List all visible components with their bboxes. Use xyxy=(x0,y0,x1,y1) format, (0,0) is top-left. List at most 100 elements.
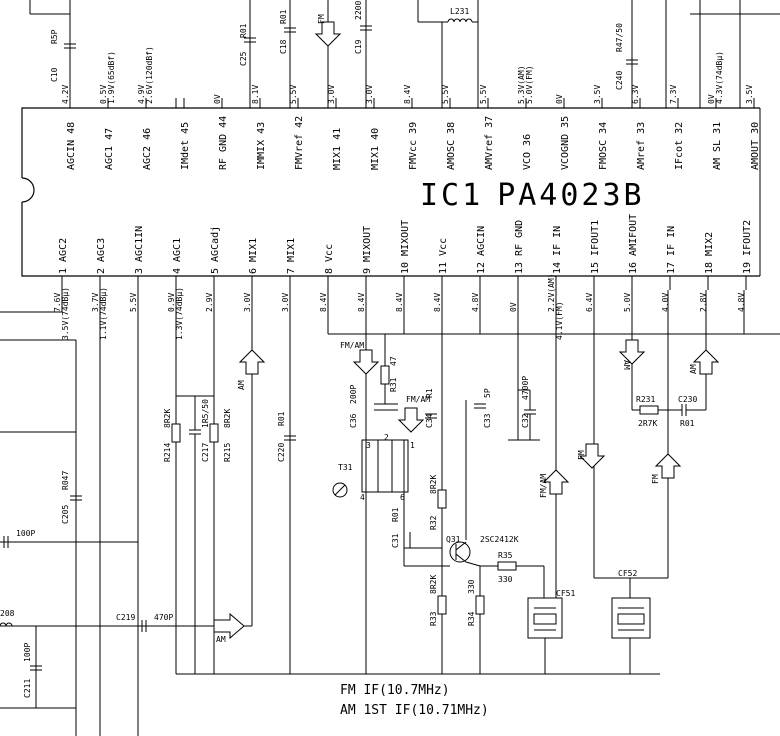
svg-text:4: 4 xyxy=(360,493,365,502)
top-pin-voltage: 8.4V xyxy=(403,85,412,104)
svg-text:AM: AM xyxy=(216,635,226,644)
bottom-pin-label: 4AGC1 xyxy=(172,238,183,274)
bottom-pin-label: 18MIX2 xyxy=(704,232,715,274)
bottom-pin-voltage: 4.0V xyxy=(661,293,670,312)
bottom-pin-voltage: 3.0V xyxy=(243,293,252,312)
svg-text:R33: R33 xyxy=(429,611,438,626)
svg-text:C10: C10 xyxy=(50,67,59,82)
svg-text:R35: R35 xyxy=(498,551,513,560)
bottom-pin-label: 3AGC1IN xyxy=(134,226,145,274)
top-pin-label: VCOGND35 xyxy=(560,116,571,170)
top-pin-label: AMref33 xyxy=(636,122,647,170)
top-pin-label: VCO36 xyxy=(522,134,533,170)
top-pin-label: AGC246 xyxy=(142,128,153,170)
top-pin-label: MIX141 xyxy=(332,128,343,170)
top-pin-voltage: 4.2V xyxy=(61,85,70,104)
bottom-pin-label: 14IF IN xyxy=(552,226,563,274)
svg-text:C211: C211 xyxy=(23,679,32,698)
bottom-pin-label: 13RF GND xyxy=(514,220,525,274)
svg-text:3: 3 xyxy=(366,441,371,450)
svg-text:C31: C31 xyxy=(391,533,400,548)
top-pin-voltage-alt: 4.3V(74dBμ) xyxy=(715,51,724,104)
svg-text:C205: C205 xyxy=(61,505,70,524)
top-pin-voltage: 5.5V xyxy=(441,85,450,104)
bottom-wiring xyxy=(0,290,780,736)
svg-text:6: 6 xyxy=(400,493,405,502)
bottom-pin-voltage: 8.4V xyxy=(433,293,442,312)
svg-text:C33: C33 xyxy=(483,413,492,428)
bottom-pin-voltage: 6.4V xyxy=(585,293,594,312)
top-pin-label: AGCIN48 xyxy=(66,122,77,170)
svg-text:R01: R01 xyxy=(391,507,400,522)
r215-resistor xyxy=(209,423,219,443)
svg-text:470P: 470P xyxy=(154,613,173,622)
svg-text:R01: R01 xyxy=(279,9,288,24)
bottom-pin-label: 9MIXOUT xyxy=(362,226,373,274)
svg-text:R01: R01 xyxy=(680,419,695,428)
top-pin-voltage: 0.5V xyxy=(99,85,108,104)
top-pin-label: IMdet45 xyxy=(180,122,191,170)
bottom-pin-voltage: 2.9V xyxy=(205,293,214,312)
top-pin-voltage: 7.3V xyxy=(669,85,678,104)
svg-text:R47/50: R47/50 xyxy=(615,23,624,52)
top-pin-label: AMOSC38 xyxy=(446,122,457,170)
am-arrow-down xyxy=(618,339,646,365)
top-pin-label: RF GND44 xyxy=(218,116,229,170)
component-labels: C10 R5P R01 C25 R01 C18 FM C19 2200 L231… xyxy=(0,1,698,698)
fmam-arrow-up xyxy=(542,469,570,495)
svg-text:C230: C230 xyxy=(678,395,697,404)
fmam-arrow-1 xyxy=(352,349,380,375)
top-pin-voltage: 5.5V xyxy=(479,85,488,104)
svg-text:FM/AM: FM/AM xyxy=(406,395,430,404)
svg-text:1: 1 xyxy=(410,441,415,450)
fm-arrow-down xyxy=(578,443,606,469)
bottom-pin-voltage: 5.5V xyxy=(129,293,138,312)
top-pin-voltage: 3.0V xyxy=(327,85,336,104)
top-pin-voltage: 0V xyxy=(707,94,716,104)
top-pin-voltage: 3.5V xyxy=(745,85,754,104)
bottom-pin-label: 12AGCIN xyxy=(476,226,487,274)
ic-body xyxy=(21,107,761,277)
bottom-pin-voltage: 7.6V xyxy=(53,293,62,312)
svg-text:2: 2 xyxy=(384,433,389,442)
svg-text:FM: FM xyxy=(651,474,660,484)
top-pin-voltage-alt: 1.9V(65dBf) xyxy=(107,51,116,104)
svg-text:R31: R31 xyxy=(389,377,398,392)
top-pin-voltage: 8.1V xyxy=(251,85,260,104)
svg-text:100P: 100P xyxy=(23,643,32,662)
svg-text:4700P: 4700P xyxy=(521,376,530,400)
svg-text:330: 330 xyxy=(467,579,476,594)
top-pin-voltage: 3.0V xyxy=(365,85,374,104)
adjust-icon xyxy=(332,482,348,498)
svg-text:R34: R34 xyxy=(467,611,476,626)
r34-resistor xyxy=(475,595,485,615)
bottom-pin-label: 15IFOUT1 xyxy=(590,220,601,274)
bottom-pin-voltage-alt: 4.1V(FM) xyxy=(555,301,564,340)
svg-text:AM: AM xyxy=(237,380,246,390)
svg-text:200P: 200P xyxy=(349,385,358,404)
svg-text:R01: R01 xyxy=(277,411,286,426)
top-pin-voltage: 6.3V xyxy=(631,85,640,104)
bottom-pin-voltage: 8.4V xyxy=(357,293,366,312)
svg-text:330: 330 xyxy=(498,575,513,584)
bottom-pin-label: 16AMIFOUT xyxy=(628,214,639,274)
svg-text:FM/AM: FM/AM xyxy=(340,341,364,350)
bottom-pin-voltage: 0V xyxy=(509,302,518,312)
svg-text:5P: 5P xyxy=(483,388,492,398)
svg-text:8R2K: 8R2K xyxy=(429,575,438,594)
bottom-pin-label: 11Vcc xyxy=(438,238,449,274)
bottom-pin-label: 6MIX1 xyxy=(248,238,259,274)
svg-text:100P: 100P xyxy=(16,529,35,538)
svg-text:208: 208 xyxy=(0,609,15,618)
svg-text:R32: R32 xyxy=(429,515,438,530)
svg-text:CF51: CF51 xyxy=(556,589,575,598)
top-pin-label: AM SL31 xyxy=(712,122,723,170)
bottom-pin-label: 5AGCadj xyxy=(210,226,221,274)
svg-text:C217: C217 xyxy=(201,443,210,462)
top-pin-label: MIX140 xyxy=(370,128,381,170)
bottom-pin-label: 1AGC2 xyxy=(58,238,69,274)
